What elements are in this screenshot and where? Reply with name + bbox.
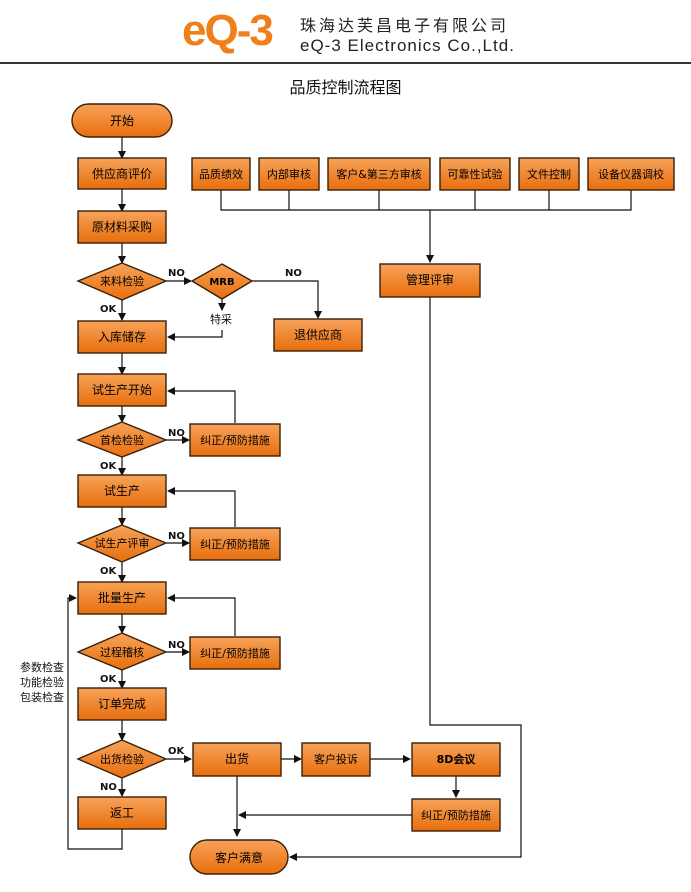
corrective-action-node-4: 纠正/预防措施 bbox=[411, 798, 501, 832]
mrb-decision: MRB bbox=[190, 263, 254, 300]
process-audit-label: 过程稽核 bbox=[100, 645, 144, 659]
mass-production-label: 批量生产 bbox=[98, 590, 146, 605]
third-party-audit-label: 客户&第三方审核 bbox=[336, 167, 422, 181]
edge-label-no: NO bbox=[285, 268, 302, 279]
page-title: 品质控制流程图 bbox=[289, 78, 402, 97]
corrective-action-node-3: 纠正/预防措施 bbox=[189, 636, 281, 670]
management-review-label: 管理评审 bbox=[406, 272, 454, 287]
company-name-en: eQ-3 Electronics Co.,Ltd. bbox=[300, 36, 515, 55]
warehouse-node: 入库储存 bbox=[77, 320, 167, 354]
raw-purchase-node: 原材料采购 bbox=[77, 210, 167, 244]
rework-node: 返工 bbox=[77, 796, 167, 830]
note-packaging-check: 包装检查 bbox=[20, 690, 64, 704]
warehouse-label: 入库储存 bbox=[98, 329, 146, 344]
header-divider bbox=[0, 62, 691, 64]
first-inspection-label: 首检检验 bbox=[100, 433, 144, 447]
trial-start-label: 试生产开始 bbox=[92, 382, 152, 397]
edge-label-ok: OK bbox=[100, 674, 118, 685]
trial-start-node: 试生产开始 bbox=[77, 373, 167, 407]
incoming-inspection-label: 来料检验 bbox=[100, 274, 144, 288]
mass-production-node: 批量生产 bbox=[77, 581, 167, 615]
customer-satisfaction-node: 客户满意 bbox=[189, 839, 289, 875]
trial-production-label: 试生产 bbox=[104, 483, 140, 498]
edge-label-no: NO bbox=[168, 531, 185, 542]
first-inspection-decision: 首检检验 bbox=[76, 421, 168, 458]
edge-label-no: NO bbox=[100, 782, 117, 793]
company-name-cn: 珠海达芙昌电子有限公司 bbox=[300, 16, 510, 35]
connectors bbox=[67, 137, 632, 861]
start-node: 开始 bbox=[71, 103, 173, 138]
start-label: 开始 bbox=[110, 114, 134, 128]
reliability-test-label: 可靠性试验 bbox=[448, 167, 503, 181]
rework-label: 返工 bbox=[110, 806, 134, 820]
document-control-node: 文件控制 bbox=[518, 157, 580, 191]
process-audit-decision: 过程稽核 bbox=[76, 632, 168, 671]
equipment-calibration-label: 设备仪器调校 bbox=[598, 167, 664, 181]
corrective-action-node-1: 纠正/预防措施 bbox=[189, 423, 281, 457]
supplier-eval-label: 供应商评价 bbox=[92, 166, 152, 181]
edge-label-ok: OK bbox=[100, 304, 118, 315]
shipping-inspection-decision: 出货检验 bbox=[76, 739, 168, 779]
corrective-action-label-3: 纠正/预防措施 bbox=[200, 646, 270, 660]
edge-label-ok: OK bbox=[100, 566, 118, 577]
edge-label-ok: OK bbox=[100, 461, 118, 472]
corrective-action-label-2: 纠正/预防措施 bbox=[200, 537, 270, 551]
edge-labels: NO NO OK NO OK NO OK NO OK OK NO bbox=[100, 268, 302, 793]
customer-satisfaction-label: 客户满意 bbox=[215, 850, 263, 865]
edge-label-no: NO bbox=[168, 640, 185, 651]
raw-purchase-label: 原材料采购 bbox=[92, 219, 152, 234]
meeting-8d-label: 8D会议 bbox=[437, 752, 477, 766]
corrective-action-label-1: 纠正/预防措施 bbox=[200, 433, 270, 447]
internal-audit-node: 内部审核 bbox=[258, 157, 320, 191]
management-review-node: 管理评审 bbox=[379, 263, 481, 298]
internal-audit-label: 内部审核 bbox=[267, 167, 311, 181]
incoming-inspection-decision: 来料检验 bbox=[76, 262, 168, 301]
equipment-calibration-node: 设备仪器调校 bbox=[587, 157, 675, 191]
company-logo: eQ-3 bbox=[182, 6, 274, 55]
shipping-node: 出货 bbox=[192, 742, 282, 777]
note-parameter-check: 参数检查 bbox=[20, 660, 64, 674]
reliability-test-node: 可靠性试验 bbox=[439, 157, 511, 191]
trial-review-decision: 试生产评审 bbox=[76, 524, 168, 563]
trial-production-node: 试生产 bbox=[77, 474, 167, 508]
return-supplier-node: 退供应商 bbox=[273, 318, 363, 352]
quality-performance-node: 品质绩效 bbox=[191, 157, 251, 191]
corrective-action-label-4: 纠正/预防措施 bbox=[421, 808, 491, 822]
third-party-audit-node: 客户&第三方审核 bbox=[327, 157, 431, 191]
shipping-inspection-label: 出货检验 bbox=[100, 752, 144, 766]
inspection-notes: 参数检查 功能检验 包装检查 bbox=[20, 660, 64, 704]
edge-label-no: NO bbox=[168, 268, 185, 279]
edge-label-ok: OK bbox=[168, 746, 186, 757]
edge-label-no: NO bbox=[168, 428, 185, 439]
corrective-action-node-2: 纠正/预防措施 bbox=[189, 527, 281, 561]
document-control-label: 文件控制 bbox=[527, 167, 571, 181]
note-function-test: 功能检验 bbox=[20, 675, 64, 689]
meeting-8d-node: 8D会议 bbox=[411, 742, 501, 777]
trial-review-label: 试生产评审 bbox=[95, 536, 150, 550]
shipping-label: 出货 bbox=[225, 751, 249, 766]
special-purchase-label: 特采 bbox=[210, 312, 232, 326]
quality-performance-label: 品质绩效 bbox=[199, 167, 243, 181]
order-complete-label: 订单完成 bbox=[98, 696, 146, 711]
order-complete-node: 订单完成 bbox=[77, 687, 167, 721]
mrb-label: MRB bbox=[209, 277, 234, 288]
supplier-eval-node: 供应商评价 bbox=[77, 157, 167, 190]
return-supplier-label: 退供应商 bbox=[294, 327, 342, 342]
customer-complaint-node: 客户投诉 bbox=[301, 742, 371, 777]
customer-complaint-label: 客户投诉 bbox=[314, 752, 358, 766]
